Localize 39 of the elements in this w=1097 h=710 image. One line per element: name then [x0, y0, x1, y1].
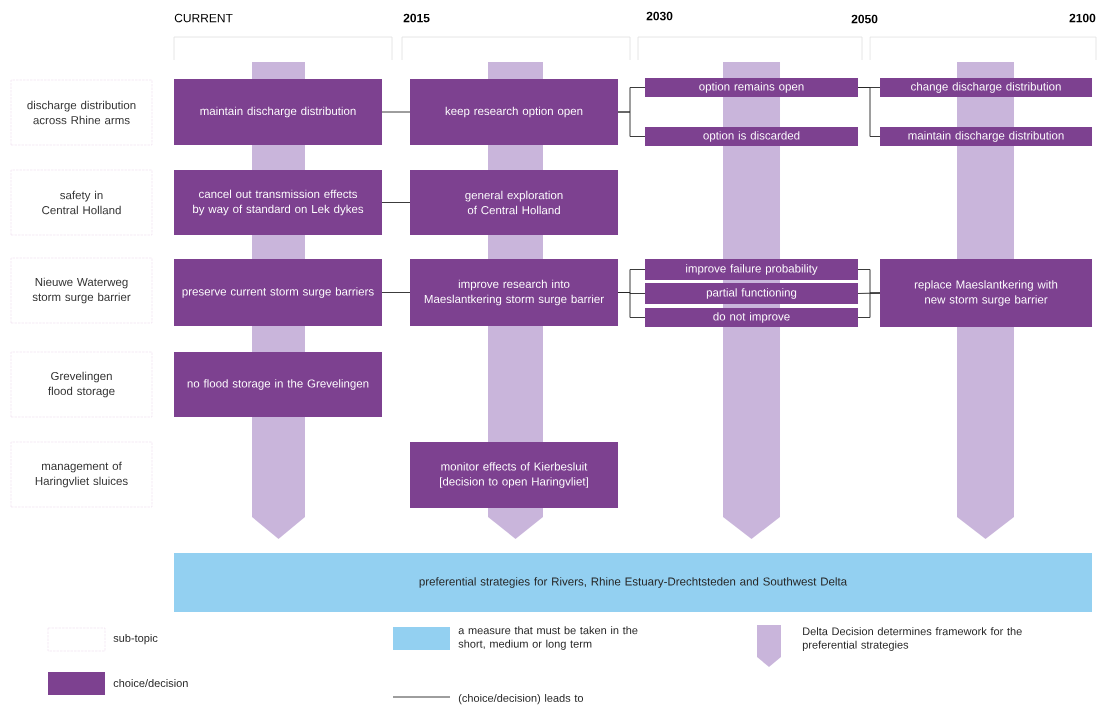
decision-box: change discharge distribution: [880, 78, 1092, 97]
connector-line: [381, 111, 411, 113]
sub-topic-box: safety in Central Holland: [10, 169, 153, 236]
decision-box: keep research option open: [410, 79, 618, 145]
decision-box: no flood storage in the Grevelingen: [174, 352, 382, 417]
decision-box: cancel out transmission effects by way of standard on Lek dykes: [174, 170, 382, 235]
connector-line: [857, 87, 881, 137]
legend-label: a measure that must be taken in the short, medium or long term: [458, 626, 638, 650]
connector-line: [617, 292, 646, 318]
decision-box: option is discarded: [645, 127, 858, 146]
decision-box: preserve current storm surge barriers: [174, 259, 382, 326]
legend-label: (choice/decision) leads to: [458, 693, 584, 705]
sub-topic-box: management of Haringvliet sluices: [10, 441, 153, 508]
legend-label: choice/decision: [113, 678, 188, 688]
column-heading: 2015: [403, 13, 430, 23]
column-heading: CURRENT: [174, 13, 233, 23]
connector-line: [857, 292, 881, 318]
sub-topic-box: discharge distribution across Rhine arms: [10, 79, 153, 146]
decision-box: partial functioning: [645, 283, 858, 304]
legend-label: Delta Decision determines framework for the preferential strategies: [802, 627, 1022, 651]
strategy-band: preferential strategies for Rivers, Rhine Estuary-Drechtsteden and Southwest Delta: [174, 553, 1092, 612]
decision-box: improve research into Maeslantkering storm surge barrier: [410, 259, 618, 326]
column-heading: 2030: [646, 11, 673, 21]
decision-box: do not improve: [645, 308, 858, 327]
legend-label: sub-topic: [113, 633, 158, 645]
connector-line: [381, 202, 411, 203]
connector-line: [617, 111, 646, 137]
decision-box: maintain discharge distribution: [174, 79, 382, 145]
decision-box: monitor effects of Kierbesluit [decision to open Haringvliet]: [410, 442, 618, 508]
decision-box: maintain discharge distribution: [880, 127, 1092, 146]
sub-topic-box: Nieuwe Waterweg storm surge barrier: [10, 257, 153, 324]
decision-box: option remains open: [645, 78, 858, 97]
decision-box: replace Maeslantkering with new storm surge barrier: [880, 259, 1092, 327]
decision-box: improve failure probability: [645, 259, 858, 280]
column-heading: 2050: [851, 14, 878, 24]
sub-topic-box: Grevelingen flood storage: [10, 351, 153, 418]
connector-line: [381, 292, 411, 293]
decision-box: general exploration of Central Holland: [410, 170, 618, 235]
column-heading: 2100: [1069, 13, 1096, 23]
